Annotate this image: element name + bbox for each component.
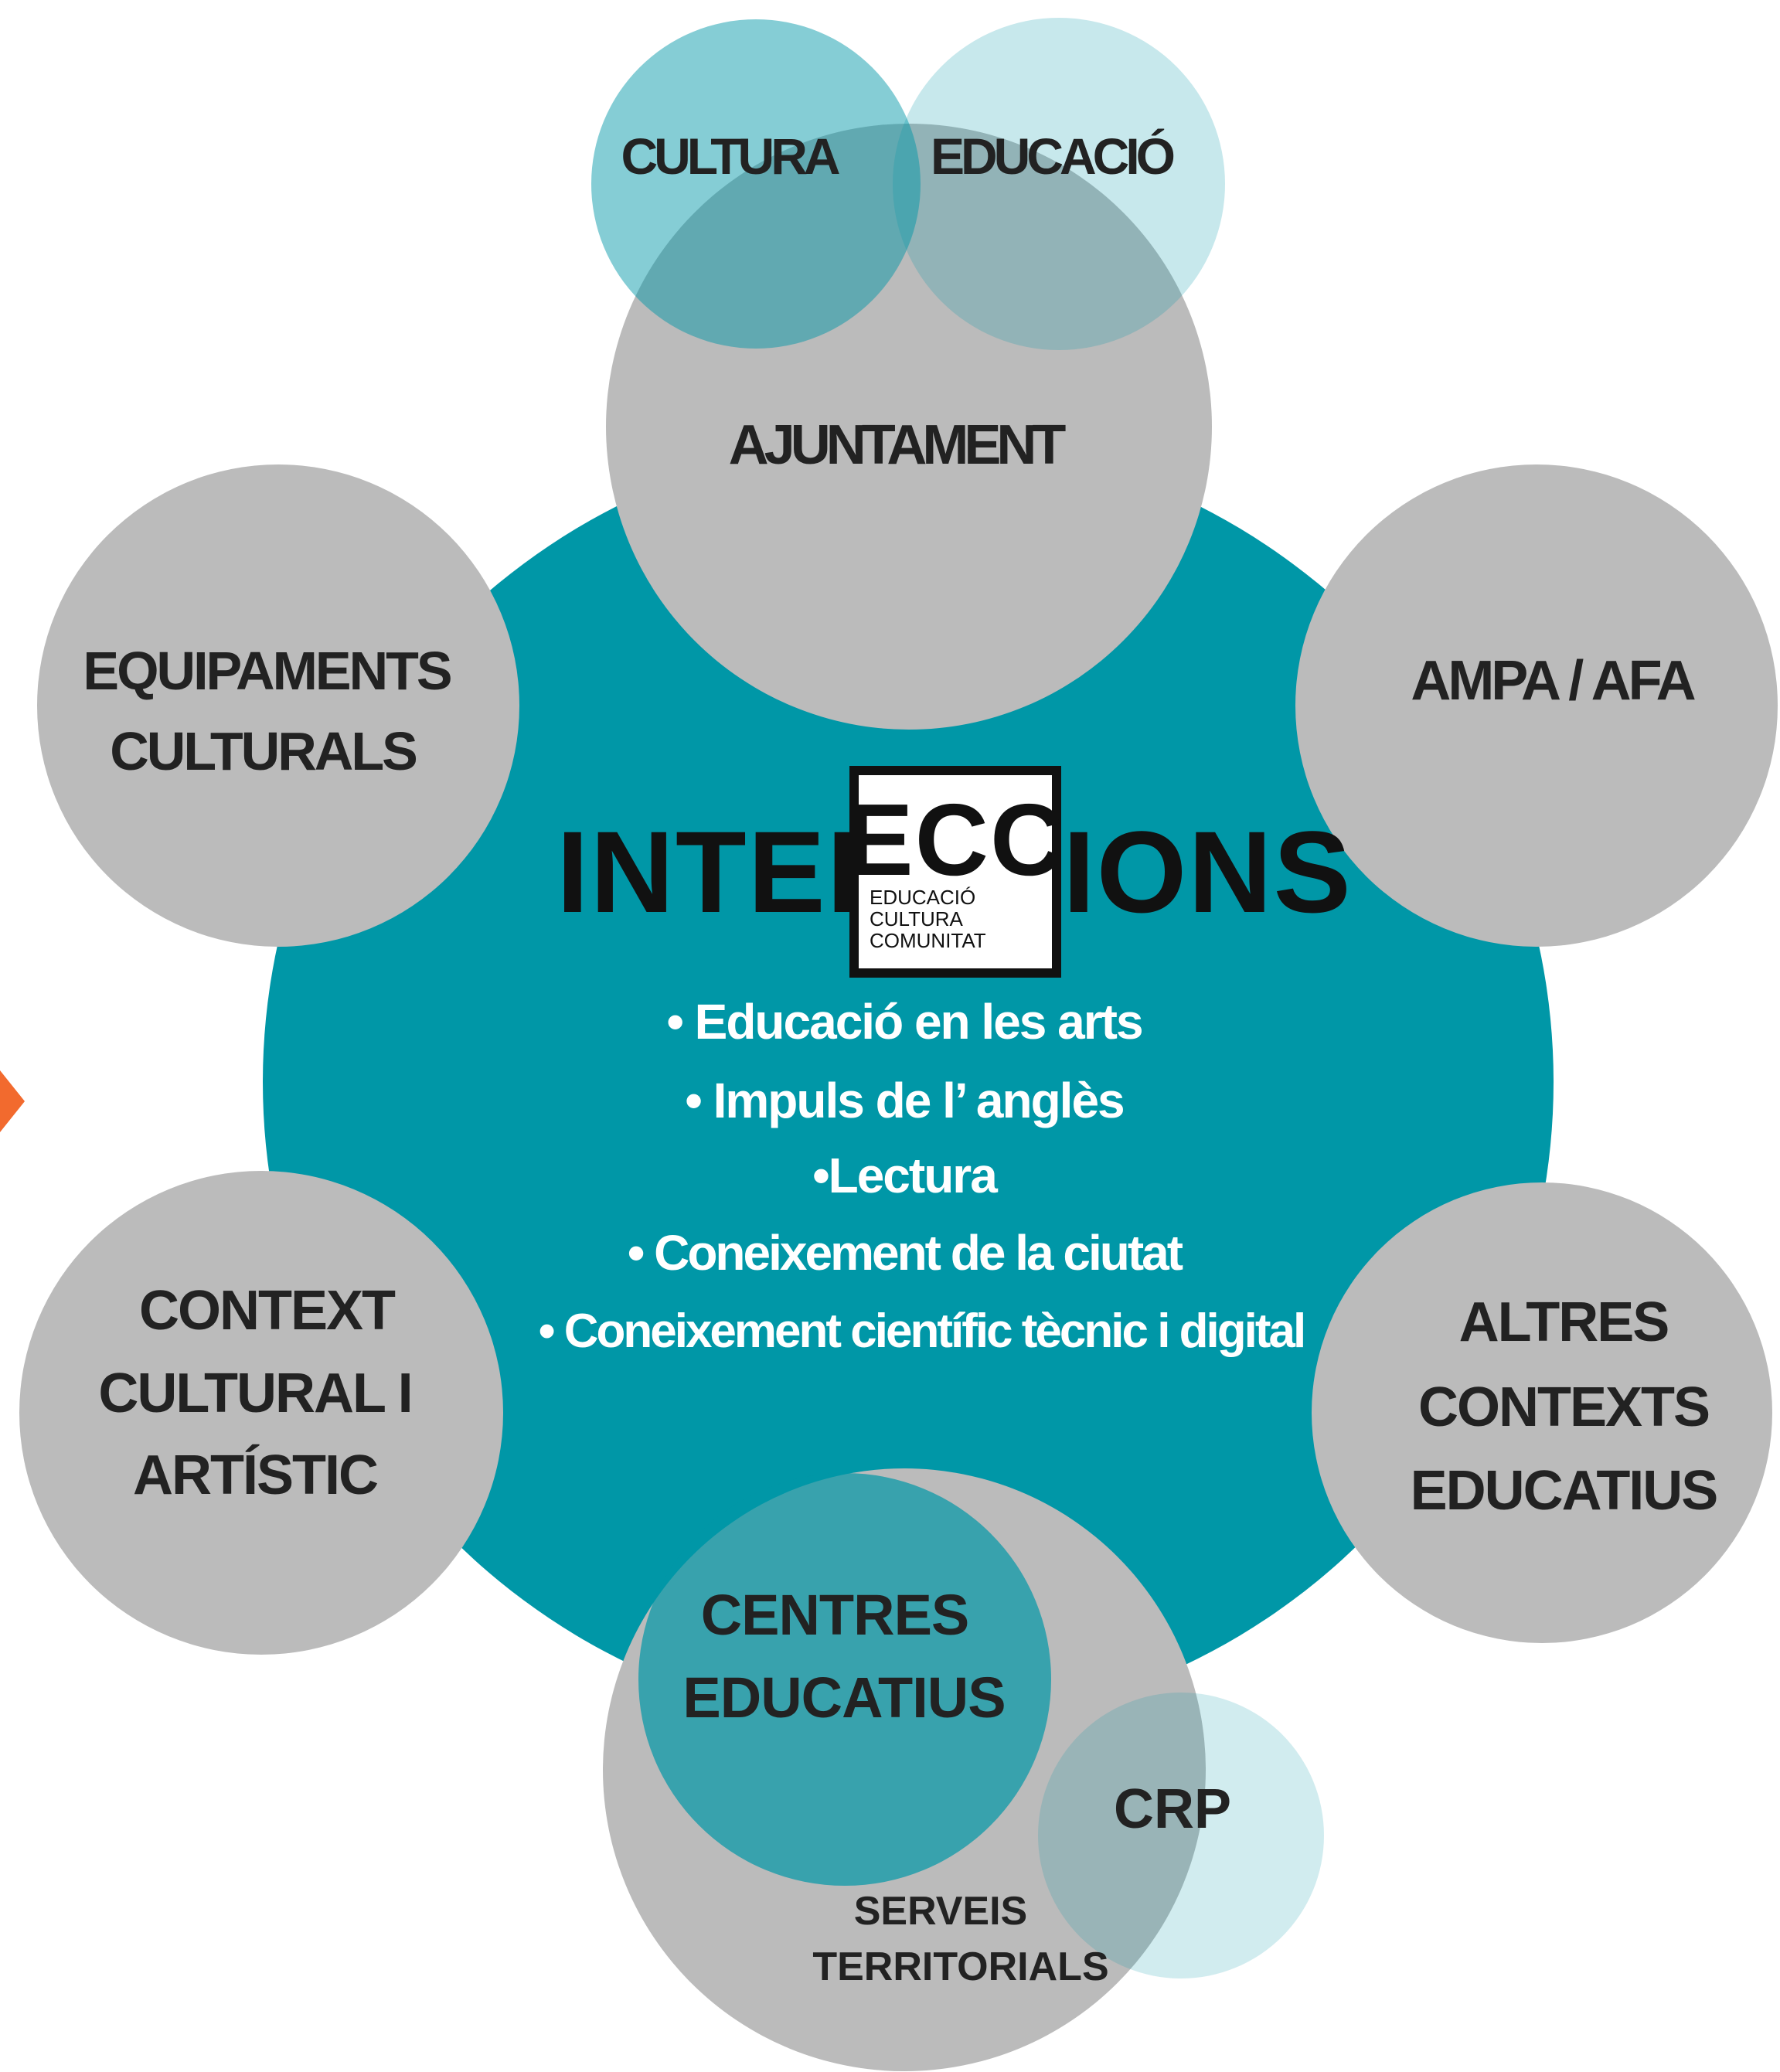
serveis-label-line1: SERVEIS <box>854 1889 1027 1934</box>
bullet-item: • Educació en les arts <box>666 994 1142 1050</box>
bullet-item: • Coneixement científic tècnic i digital <box>539 1305 1304 1358</box>
central-circle <box>263 437 1554 1727</box>
context-label-line3: ARTÍSTIC <box>133 1444 378 1506</box>
bullet-item: •Lectura <box>812 1148 998 1203</box>
serveis-label-line2: TERRITORIALS <box>812 1944 1108 1989</box>
cultura-label: CULTURA <box>621 128 839 185</box>
logo-box-big: ECC <box>846 783 1066 897</box>
ampa-circle <box>1295 464 1778 947</box>
context-label-line1: CONTEXT <box>139 1280 396 1342</box>
logo-box-line2: CULTURA <box>870 907 964 931</box>
ajuntament-circle <box>606 124 1212 730</box>
altres-label-line2: CONTEXTS <box>1418 1376 1709 1438</box>
cultura-circle <box>591 19 921 349</box>
altres-label-line3: EDUCATIUS <box>1411 1460 1717 1522</box>
ampa-label: AMPA / AFA <box>1411 650 1695 712</box>
logo-word-right: IONS <box>1063 807 1353 937</box>
altres-label-line1: ALTRES <box>1459 1291 1669 1353</box>
intersections-logo: INTERS IONS ECC EDUCACIÓ CULTURA COMUNIT… <box>556 766 1353 978</box>
logo-box <box>849 766 1061 978</box>
crp-circle <box>1038 1693 1324 1978</box>
altres-circle <box>1312 1182 1772 1643</box>
crp-label: CRP <box>1114 1778 1231 1840</box>
logo-box-line1: EDUCACIÓ <box>870 886 975 909</box>
centres-label-line1: CENTRES <box>701 1583 969 1647</box>
context-circle <box>19 1171 503 1655</box>
equipaments-label-line2: CULTURALS <box>110 721 416 781</box>
centres-educatius-circle <box>638 1473 1051 1886</box>
play-arrow-icon <box>0 1070 25 1132</box>
educacio-circle <box>893 18 1225 350</box>
context-label-line2: CULTURAL I <box>98 1363 411 1424</box>
educacio-label: EDUCACIÓ <box>931 128 1174 185</box>
ajuntament-label: AJUNTAMENT <box>729 414 1067 476</box>
bullet-item: • Impuls de l’ anglès <box>685 1073 1123 1128</box>
logo-box-line3: COMUNITAT <box>870 929 986 952</box>
equipaments-label-line1: EQUIPAMENTS <box>83 641 450 701</box>
centres-label-line2: EDUCATIUS <box>682 1665 1005 1730</box>
bullet-item: • Coneixement de la ciutat <box>628 1225 1183 1281</box>
equipaments-circle <box>37 464 519 947</box>
